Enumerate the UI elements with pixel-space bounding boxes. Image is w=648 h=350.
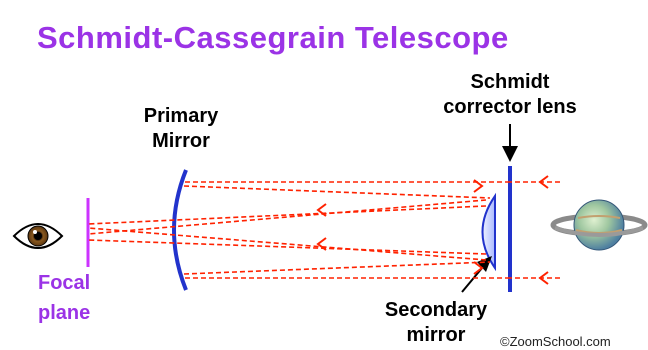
primary-mirror [172, 169, 188, 291]
focal-plane-label-text: Focal plane [38, 272, 91, 324]
diagram-title: Schmidt-Cassegrain Telescope [37, 20, 509, 55]
secondary-pointer-arrow [461, 256, 492, 293]
corrector-pointer-arrow [502, 124, 518, 162]
secondary-mirror [481, 192, 496, 272]
eye-icon [12, 223, 64, 249]
secondary-mirror-label: Secondary mirror [362, 298, 510, 348]
secondary-mirror-label-text: Secondary mirror [384, 299, 488, 346]
copyright-text: ©ZoomSchool.com [500, 334, 611, 349]
focal-plane-label: Focal plane [38, 268, 90, 328]
primary-mirror-label: Primary Mirror [118, 104, 244, 154]
saturn-icon [550, 199, 648, 251]
ray-arrowheads [316, 175, 549, 285]
schmidt-corrector-label-text: Schmidt corrector lens [443, 71, 577, 118]
primary-mirror-label-text: Primary Mirror [143, 105, 219, 152]
light-rays [87, 181, 560, 279]
schmidt-corrector-label: Schmidt corrector lens [420, 70, 600, 120]
